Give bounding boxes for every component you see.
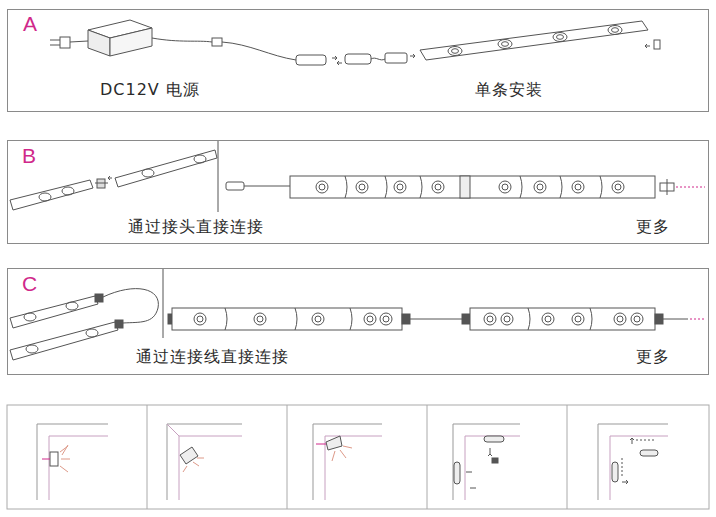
panel-letter: B bbox=[20, 144, 38, 168]
strip-joint bbox=[10, 150, 217, 210]
caption-text: DC12V 电源 bbox=[98, 80, 202, 100]
panel-letter: A bbox=[21, 12, 39, 36]
panel-letter: C bbox=[20, 272, 39, 296]
caption-text: 更多 bbox=[634, 217, 672, 237]
caption-text: 单条安装 bbox=[473, 80, 545, 100]
caption-text: 通过接头直接连接 bbox=[126, 217, 266, 237]
caption-text: 更多 bbox=[634, 347, 672, 367]
panel-box: B 通过接头直接连接 更多 bbox=[7, 140, 709, 244]
panel-box: C 通过连接线直接连接 更多 bbox=[7, 268, 709, 375]
strip-cable-chain bbox=[168, 308, 706, 330]
strip-chain bbox=[226, 176, 705, 198]
mounting-panel bbox=[7, 405, 709, 509]
power-adapter bbox=[50, 20, 415, 65]
led-strip bbox=[420, 21, 660, 60]
panel-box: A DC12V 电源 单条安装 bbox=[7, 9, 709, 112]
caption-text: 通过连接线直接连接 bbox=[134, 347, 291, 367]
